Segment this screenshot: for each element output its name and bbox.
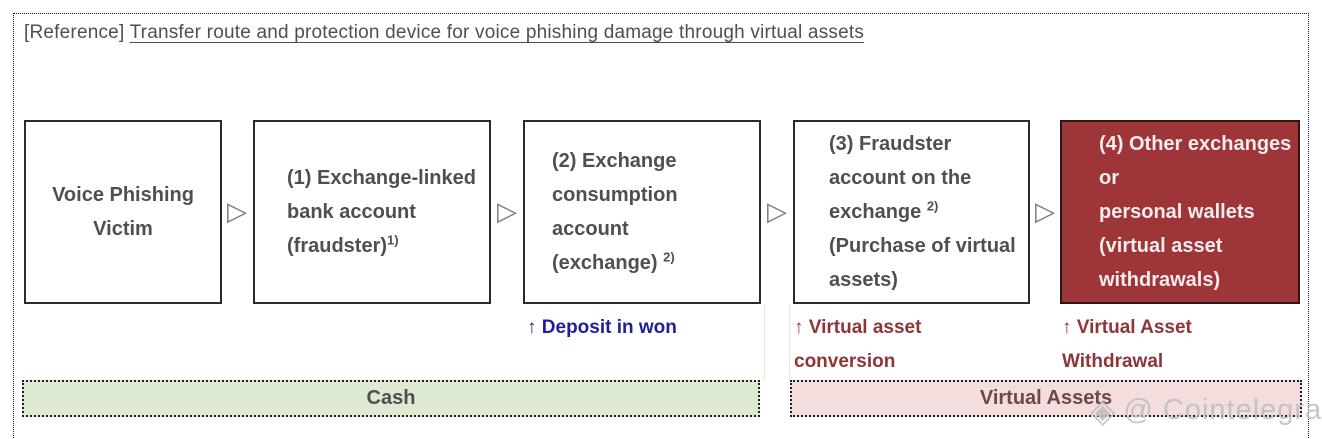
- box-line: Victim: [93, 218, 153, 240]
- box-line: consumption: [552, 184, 678, 206]
- box-line: bank account: [287, 201, 416, 223]
- footnote-marker: 2): [663, 249, 675, 265]
- box-line: (3) Fraudster: [829, 133, 952, 155]
- flow-arrow-icon: ▷: [1035, 196, 1055, 226]
- box-line: (exchange) 2): [552, 246, 759, 280]
- box-line: (Purchase of virtual: [829, 235, 1016, 257]
- watermark-text: @ Cointelegraph: [1123, 394, 1322, 426]
- label-line: ↑ Deposit in won: [527, 317, 677, 338]
- label-row-divider: [764, 304, 790, 380]
- footnote-marker: 1): [387, 232, 399, 248]
- flow-arrow-icon: ▷: [227, 196, 247, 226]
- label-line: Withdrawal: [1062, 351, 1164, 372]
- box-fraudster-account-on-exchange: (3) Fraudster account on the exchange 2)…: [793, 120, 1030, 304]
- box-line: account: [552, 218, 629, 240]
- box-line: withdrawals): [1099, 269, 1221, 291]
- box-exchange-consumption-account: (2) Exchange consumption account (exchan…: [523, 120, 761, 304]
- box-exchange-linked-bank-account: (1) Exchange-linked bank account (frauds…: [253, 120, 491, 304]
- box-line: (1) Exchange-linked: [287, 167, 476, 189]
- box-line-text: exchange: [829, 201, 927, 223]
- watermark: ◈ @ Cointelegraph: [1090, 394, 1322, 427]
- cointelegraph-logo-icon: ◈: [1090, 392, 1117, 429]
- label-line: ↑ Virtual asset: [794, 317, 922, 338]
- box-line: exchange 2): [829, 195, 1028, 229]
- zone-cash-label: Cash: [366, 387, 416, 409]
- box-line: (4) Other exchanges: [1099, 133, 1292, 155]
- zone-virtual-assets: Virtual Assets: [790, 380, 1302, 417]
- box-other-exchanges-personal-wallets: (4) Other exchanges or personal wallets …: [1060, 120, 1300, 304]
- zone-cash: Cash: [22, 380, 760, 417]
- label-line: conversion: [794, 351, 896, 372]
- box-line: (2) Exchange: [552, 150, 677, 172]
- label-virtual-asset-conversion: ↑ Virtual asset conversion: [794, 311, 921, 379]
- page-title: [Reference] Transfer route and protectio…: [24, 22, 864, 44]
- zone-virtual-assets-label: Virtual Assets: [979, 387, 1113, 409]
- label-deposit-in-won: ↑ Deposit in won: [527, 311, 677, 345]
- box-line: account on the: [829, 167, 972, 189]
- box-line: (virtual asset: [1099, 235, 1223, 257]
- box-line: assets): [829, 269, 898, 291]
- label-virtual-asset-withdrawal: ↑ Virtual Asset Withdrawal: [1062, 311, 1192, 379]
- title-underlined-text: Transfer route and protection device for…: [129, 22, 865, 43]
- box-voice-phishing-victim: Voice Phishing Victim: [24, 120, 222, 304]
- box-line-text: (fraudster): [287, 235, 388, 257]
- box-line-text: (exchange): [552, 252, 664, 274]
- box-line: personal wallets: [1099, 201, 1255, 223]
- flow-arrow-icon: ▷: [497, 196, 517, 226]
- box-line: Voice Phishing: [52, 184, 194, 206]
- footnote-marker: 2): [926, 198, 939, 214]
- flow-arrow-icon: ▷: [767, 196, 787, 226]
- title-prefix: [Reference]: [24, 22, 130, 43]
- label-line: ↑ Virtual Asset: [1062, 317, 1192, 338]
- box-line: or: [1099, 167, 1119, 189]
- box-line: (fraudster)1): [287, 229, 489, 263]
